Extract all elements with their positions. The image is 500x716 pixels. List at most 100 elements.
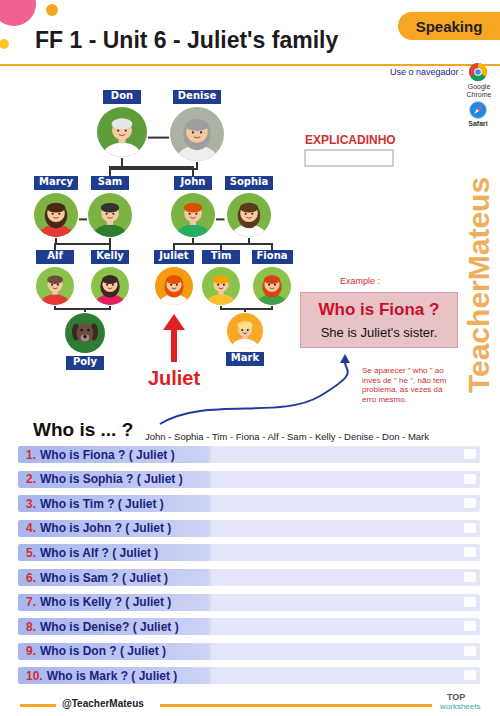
shape (170, 284, 172, 286)
shape (125, 130, 127, 132)
family-line (56, 238, 110, 250)
shape (40, 294, 70, 306)
avatar-figure (72, 323, 98, 343)
avatar-figure (257, 275, 287, 306)
question-number: 6. (26, 571, 36, 585)
shape (117, 130, 119, 132)
section-tab: Speaking (398, 12, 500, 40)
section-heading: EXPLICADINHO (305, 133, 396, 147)
question-number: 4. (26, 521, 36, 535)
shape (270, 287, 275, 289)
answer-field (464, 449, 476, 459)
answer-field (464, 547, 476, 557)
family-line (85, 306, 110, 312)
avatar-figure (206, 276, 236, 306)
deco-dot (46, 4, 58, 16)
family-member: Poly (64, 312, 106, 370)
word-list: John - Sophia - Tim - Fiona - Alf - Sam … (145, 431, 429, 442)
example-label: Example : (340, 276, 380, 286)
shape (192, 131, 194, 133)
shape (47, 276, 63, 284)
family-member: Alf (35, 250, 75, 306)
question-number: 5. (26, 546, 36, 560)
pet-avatar (64, 312, 106, 354)
question-bar: 6.Who is Sam ? ( Juliet ) (18, 569, 480, 586)
footer-line (20, 704, 56, 707)
person-avatar (252, 266, 292, 306)
browser-name: Safari (460, 120, 496, 127)
shape (200, 131, 202, 133)
answer-field (464, 523, 476, 533)
example-question: Who is Fiona ? (307, 300, 451, 320)
person-avatar (226, 192, 272, 238)
family-line (216, 218, 225, 220)
shape (107, 217, 112, 218)
shape (77, 323, 94, 343)
avatar-figure (232, 203, 266, 238)
avatar-ground (65, 313, 105, 353)
page-title: FF 1 - Unit 6 - Juliet's family (35, 27, 338, 54)
family-line (122, 158, 193, 176)
shape (53, 217, 58, 218)
shape (247, 329, 249, 331)
name-label: Mark (226, 352, 264, 366)
input-box (305, 150, 393, 166)
family-member: Sam (87, 176, 133, 238)
avatar-figure (176, 203, 210, 238)
family-line (221, 306, 245, 312)
shape (112, 284, 114, 286)
family-member: Mark (226, 312, 265, 366)
answer-field (464, 646, 476, 656)
question-number: 2. (26, 472, 36, 486)
shape (101, 203, 119, 213)
name-label: John (174, 176, 212, 190)
question-text: Who is Sophia ? ( Juliet ) (40, 472, 183, 486)
question-number: 10. (26, 669, 43, 683)
answer-field (464, 498, 476, 508)
exercise-heading: Who is ... ? (33, 419, 133, 441)
shape (262, 275, 281, 297)
family-line (249, 238, 272, 250)
family-line (109, 238, 111, 250)
person-avatar (169, 106, 225, 162)
shape (87, 329, 89, 331)
answer-field (464, 670, 476, 680)
question-number: 1. (26, 448, 36, 462)
shape (245, 213, 247, 215)
shape (119, 135, 125, 136)
question-text: Who is Fiona ? ( Juliet ) (40, 448, 175, 462)
shape (189, 213, 191, 215)
shape (190, 217, 195, 218)
question-text: Who is Mark ? ( Juliet ) (47, 669, 178, 683)
name-label: Tim (202, 250, 240, 264)
avatar-figure (39, 203, 73, 238)
shape (47, 203, 65, 213)
family-member: Marcy (33, 176, 79, 238)
shape (102, 276, 118, 284)
shape (164, 275, 183, 297)
answer-field (464, 621, 476, 631)
shape (172, 287, 177, 289)
shape (51, 284, 53, 286)
question-bar: 4. Who is John ? ( Juliet ) (18, 520, 480, 537)
site-logo: TOP (447, 692, 465, 702)
question-bar: 1. Who is Fiona ? ( Juliet ) (18, 446, 480, 463)
shape (213, 276, 229, 284)
avatar-figure (159, 275, 189, 306)
person-avatar (35, 266, 75, 306)
note-text: Se aparecer " who " ao invés de " he ", … (362, 366, 458, 404)
avatar-figure (40, 276, 70, 306)
question-text: Who is John ? ( Juliet ) (40, 521, 171, 535)
shape (183, 119, 211, 150)
person-avatar (201, 266, 241, 306)
question-bar: 2. Who is Sophia ? ( Juliet ) (18, 471, 480, 488)
question-bar: 9.Who is Don ? ( Juliet ) (18, 643, 480, 660)
site-logo: worksheets (440, 702, 480, 711)
shape (103, 143, 142, 158)
family-line (55, 238, 110, 250)
family-line (193, 162, 197, 176)
shape (241, 329, 243, 331)
shape (195, 213, 197, 215)
safari-icon (470, 102, 487, 119)
